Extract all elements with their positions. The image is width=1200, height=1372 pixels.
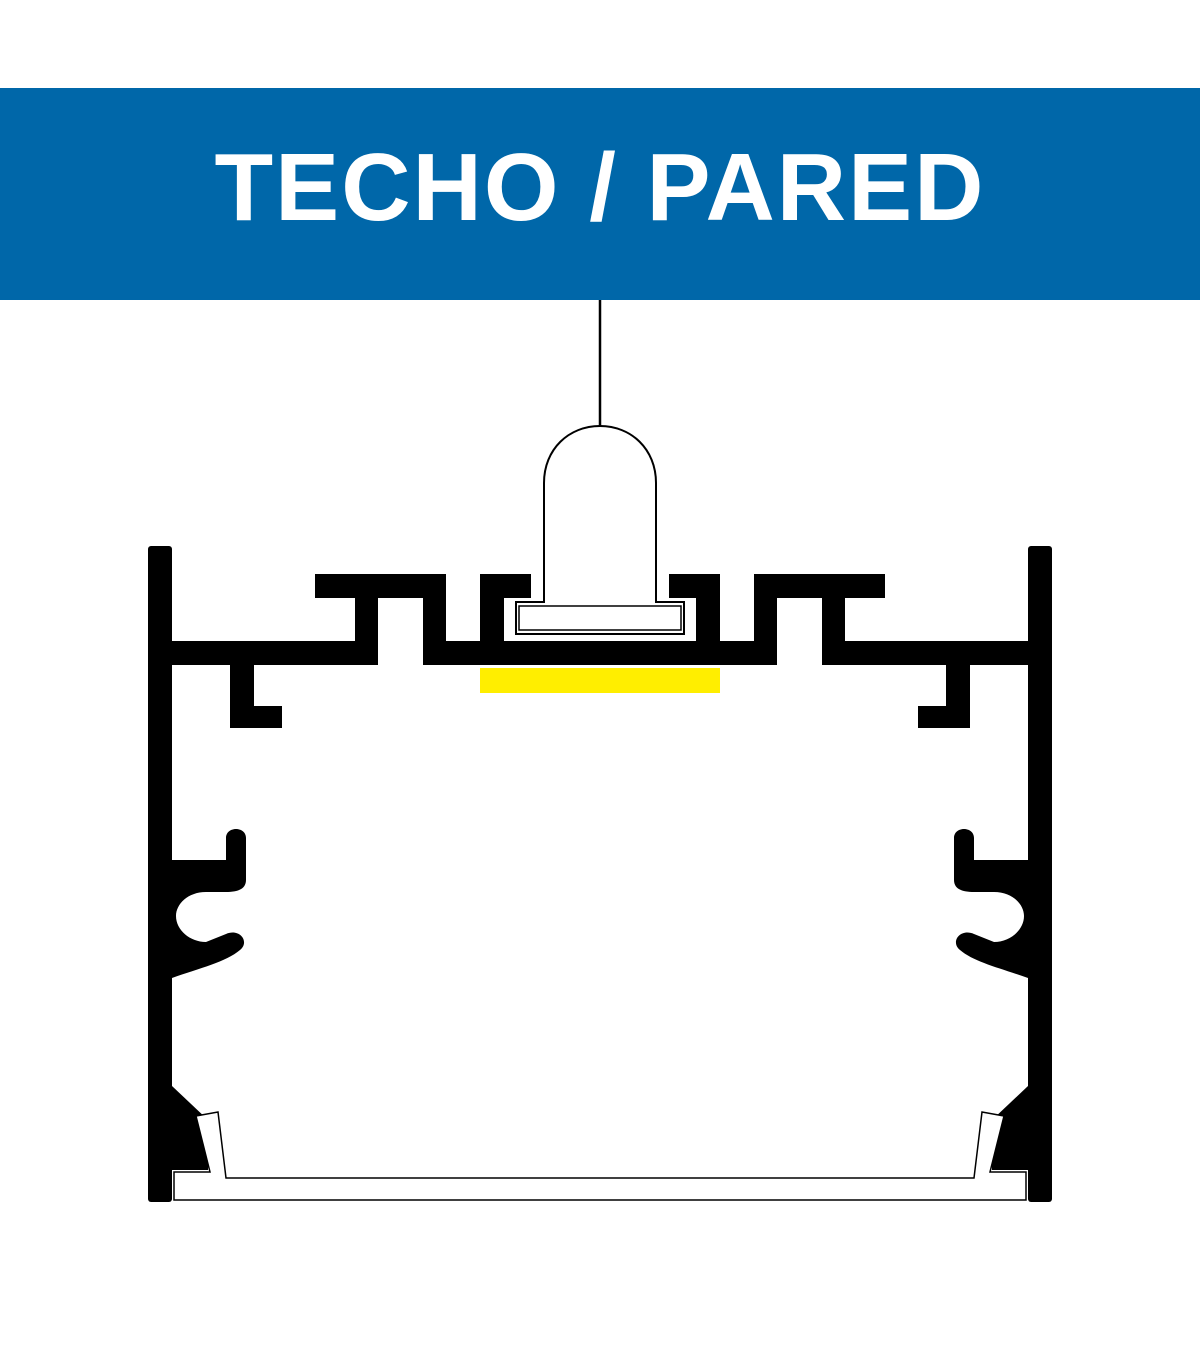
- aluminium-profile-icon: [148, 546, 1052, 1202]
- diffuser-cover-icon: [173, 1111, 1027, 1201]
- clip-inner-slot: [518, 605, 682, 631]
- led-strip-icon: [480, 668, 720, 693]
- header-banner: TECHO / PARED: [0, 88, 1200, 300]
- mounting-clip-icon: [515, 424, 685, 635]
- banner-title: TECHO / PARED: [214, 134, 986, 241]
